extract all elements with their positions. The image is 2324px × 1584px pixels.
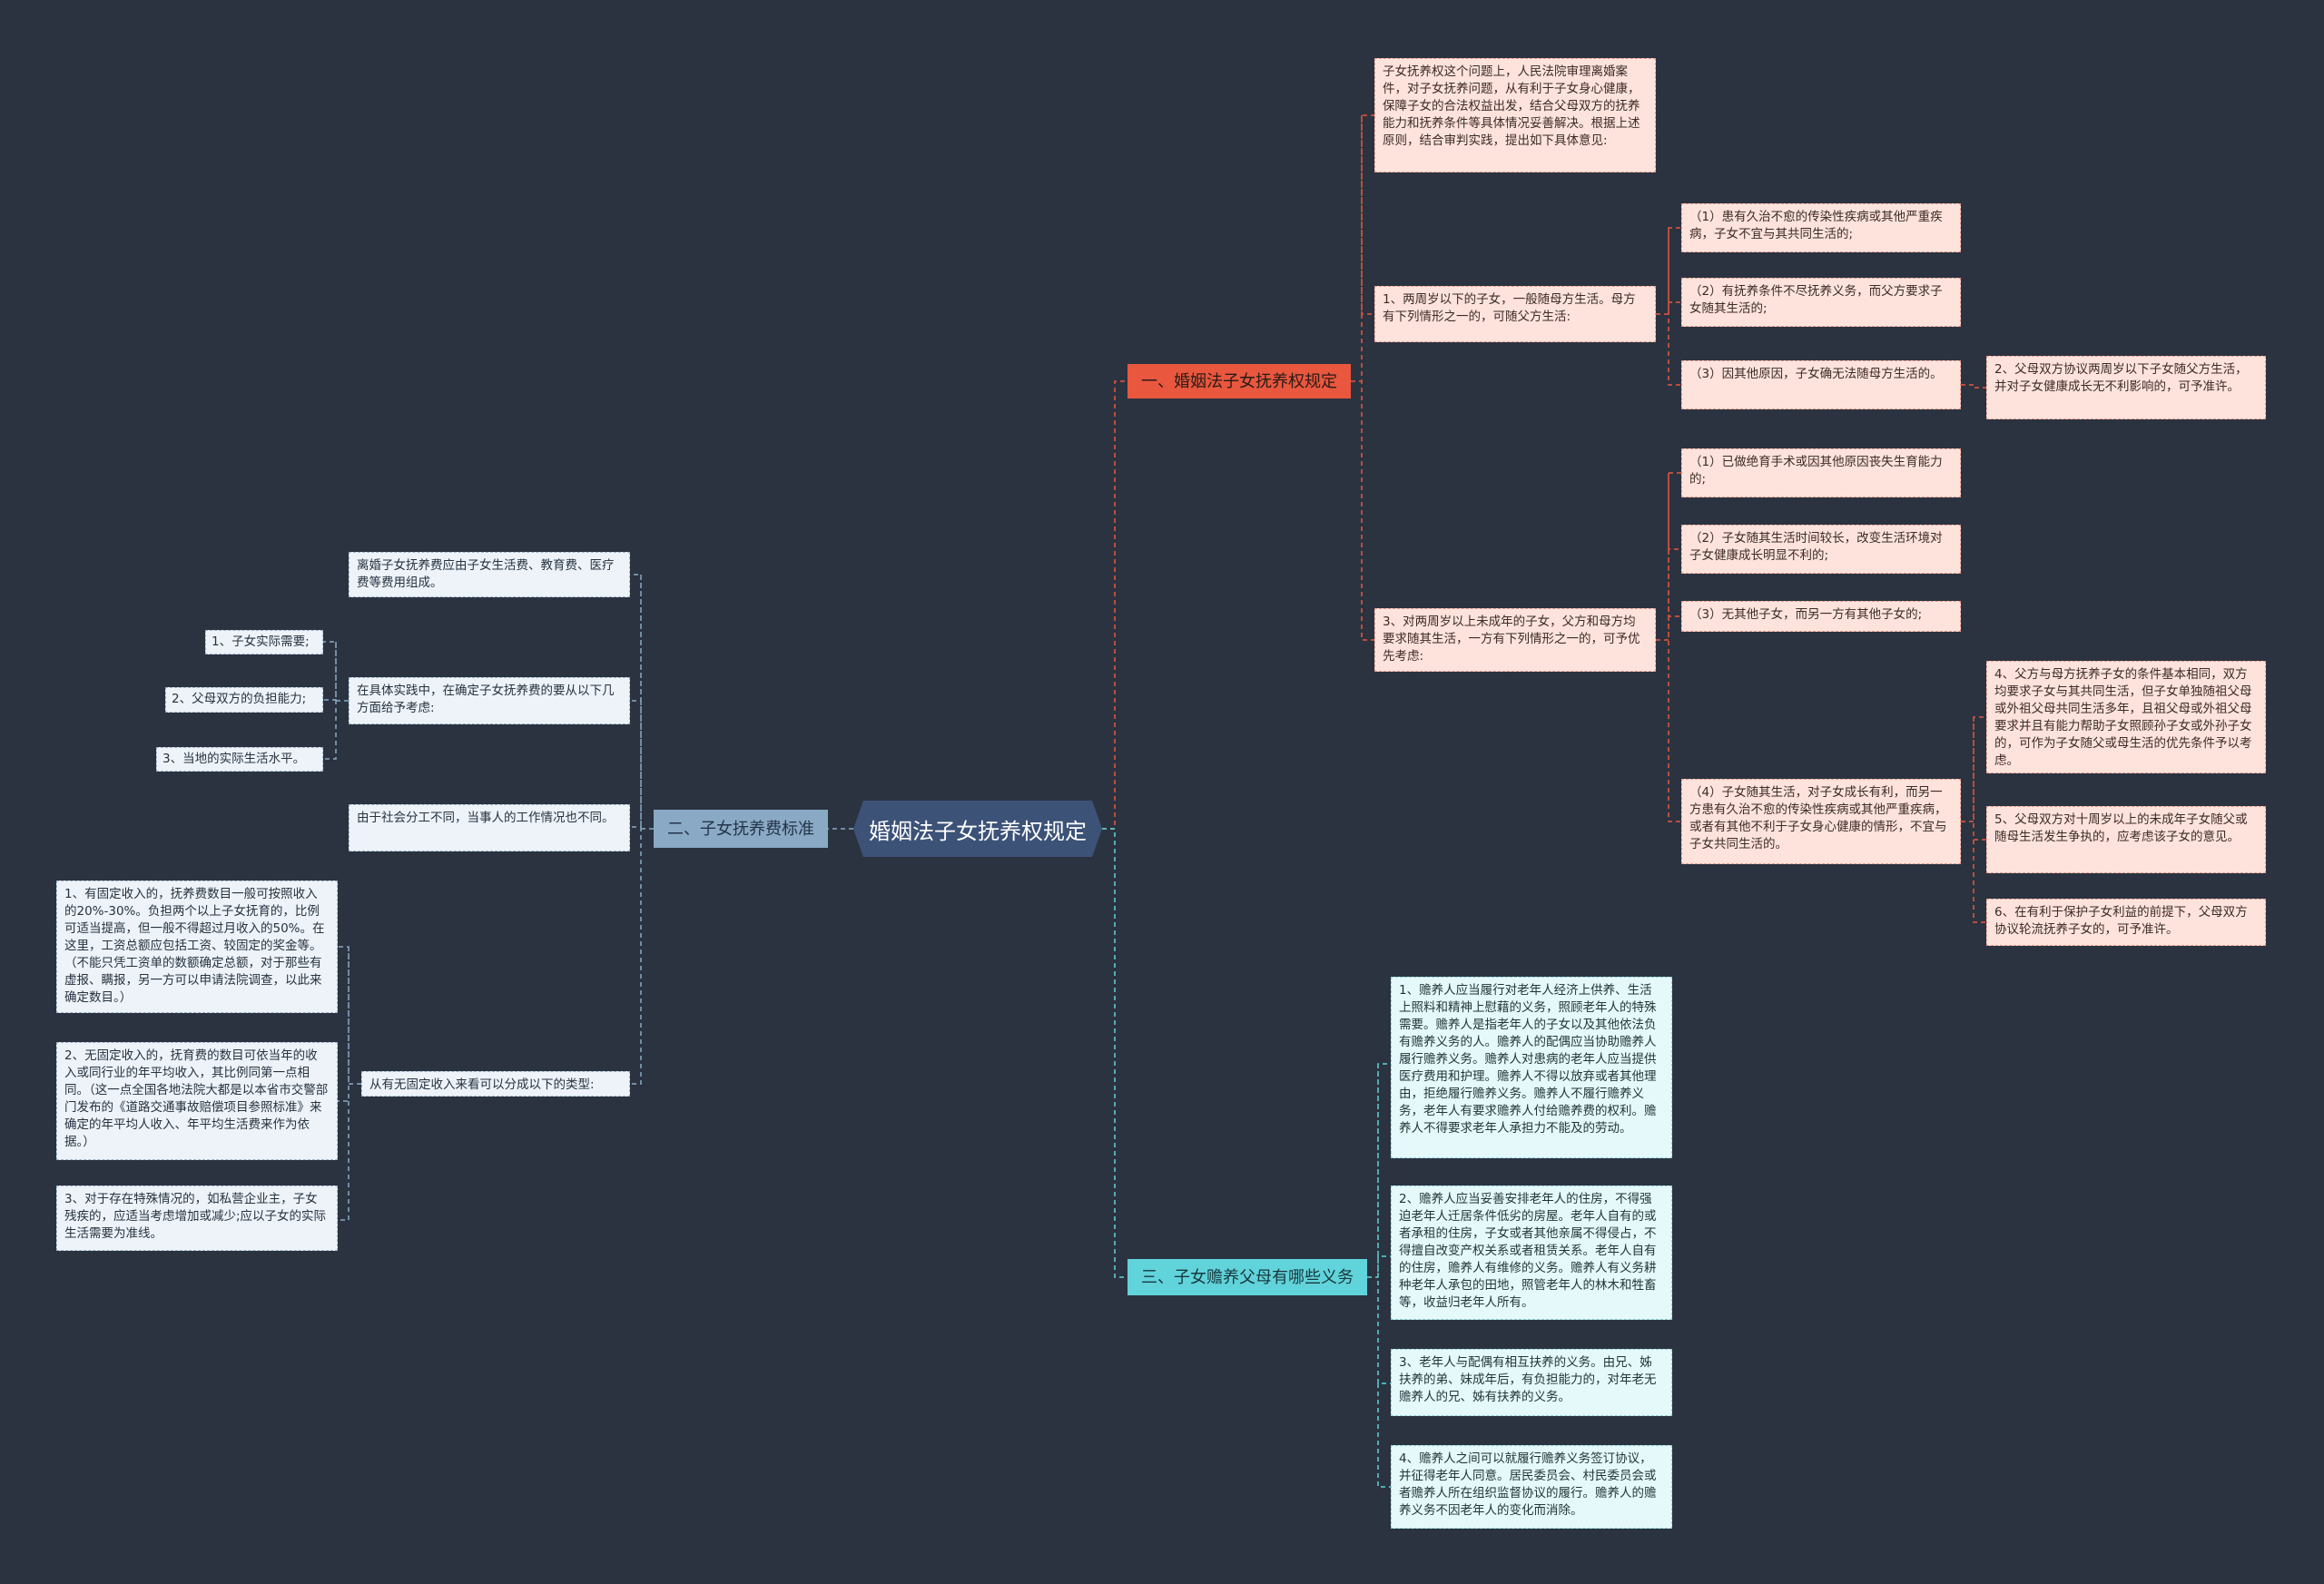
custody-child-opinion: 5、父母双方对十周岁以上的未成年子女随父或随母生活发生争执的，应考虑该子女的意见… (1986, 806, 2266, 873)
connector-b1-p1 (1656, 227, 1681, 386)
support-considerations: 在具体实践中，在确定子女抚养费的要从以下几方面给予考虑: (349, 677, 630, 724)
support-consideration-1: 1、子女实际需要; (205, 630, 323, 654)
connector-root-b3 (1102, 828, 1128, 1278)
custody-intro: 子女抚养权这个问题上，人民法院审理离婚案件，对子女抚养问题，从有利于子女身心健康… (1374, 58, 1656, 172)
connector-b1-p1-note (1961, 384, 1986, 389)
support-income-types: 从有无固定收入来看可以分成以下的类型: (361, 1071, 630, 1097)
branch-custody-rules[interactable]: 一、婚姻法子女抚养权规定 (1128, 364, 1351, 398)
branch-filial-duties[interactable]: 三、子女赡养父母有哪些义务 (1128, 1259, 1367, 1295)
connector-b1 (1351, 114, 1374, 641)
custody-rotation: 6、在有利于保护子女利益的前提下，父母双方协议轮流抚养子女的，可予准许。 (1986, 899, 2266, 946)
root-topic[interactable]: 婚姻法子女抚养权规定 (853, 801, 1102, 857)
duty-agreement: 4、赡养人之间可以就履行赡养义务签订协议，并征得老年人同意。居民委员会、村民委员… (1391, 1445, 1672, 1529)
duty-mutual-support: 3、老年人与配偶有相互扶养的义务。由兄、姊扶养的弟、妹成年后，有负担能力的，对年… (1391, 1349, 1672, 1416)
custody-over-two-item-4: （4）子女随其生活，对子女成长有利，而另一方患有久治不愈的传染性疾病或其他严重疾… (1681, 779, 1961, 864)
connector-b1-p3-notes (1961, 716, 1986, 923)
custody-under-two: 1、两周岁以下的子女，一般随母方生活。母方有下列情形之一的，可随父方生活: (1374, 286, 1656, 342)
support-work-situation: 由于社会分工不同，当事人的工作情况也不同。 (349, 804, 630, 851)
custody-under-two-agreement: 2、父母双方协议两周岁以下子女随父方生活，并对子女健康成长无不利影响的，可予准许… (1986, 356, 2266, 419)
support-consideration-2: 2、父母双方的负担能力; (165, 687, 323, 713)
connector-b2 (630, 574, 654, 1085)
support-consideration-3: 3、当地的实际生活水平。 (156, 747, 323, 772)
duty-support: 1、赡养人应当履行对老年人经济上供养、生活上照料和精神上慰藉的义务，照顾老年人的… (1391, 977, 1672, 1158)
connector-root-b1 (1102, 380, 1128, 830)
custody-under-two-item-3: （3）因其他原因，子女确无法随母方生活的。 (1681, 360, 1961, 409)
connector-b2-c2 (323, 641, 349, 760)
connector-b3 (1367, 1063, 1391, 1488)
custody-grandparents: 4、父方与母方抚养子女的条件基本相同，双方均要求子女与其共同生活，但子女单独随祖… (1986, 661, 2266, 773)
custody-under-two-item-1: （1）患有久治不愈的传染性疾病或其他严重疾病，子女不宜与其共同生活的; (1681, 203, 1961, 252)
support-fixed-income: 1、有固定收入的，抚养费数目一般可按照收入的20%-30%。负担两个以上子女抚育… (56, 881, 338, 1013)
custody-under-two-item-2: （2）有抚养条件不尽抚养义务，而父方要求子女随其生活的; (1681, 278, 1961, 327)
custody-over-two-item-1: （1）已做绝育手术或因其他原因丧失生育能力的; (1681, 448, 1961, 497)
support-no-fixed-income: 2、无固定收入的，抚育费的数目可依当年的收入或同行业的年平均收入，其比例同第一点… (56, 1042, 338, 1160)
support-composition: 离婚子女抚养费应由子女生活费、教育费、医疗费等费用组成。 (349, 552, 630, 597)
branch-support-standard[interactable]: 二、子女抚养费标准 (654, 810, 828, 848)
custody-over-two-item-3: （3）无其他子女，而另一方有其他子女的; (1681, 601, 1961, 632)
duty-housing: 2、赡养人应当妥善安排老年人的住房，不得强迫老年人迁居条件低劣的房屋。老年人自有… (1391, 1186, 1672, 1320)
support-special-cases: 3、对于存在特殊情况的，如私营企业主，子女残疾的，应适当考虑增加或减少;应以子女… (56, 1186, 338, 1251)
custody-over-two: 3、对两周岁以上未成年的子女，父方和母方均要求随其生活，一方有下列情形之一的，可… (1374, 608, 1656, 672)
custody-over-two-item-2: （2）子女随其生活时间较长，改变生活环境对子女健康成长明显不利的; (1681, 525, 1961, 574)
connector-b1-p3 (1656, 472, 1681, 822)
connector-b2-c4 (338, 946, 361, 1221)
